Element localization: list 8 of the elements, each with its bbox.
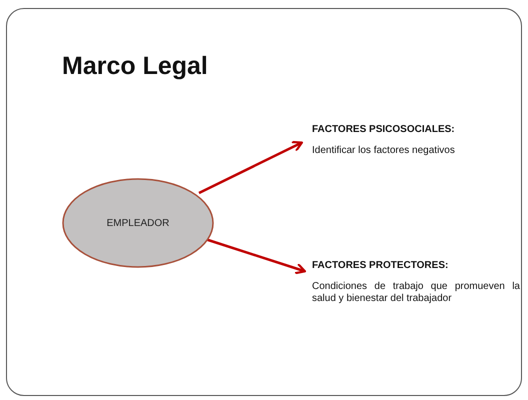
arrow (198, 140, 303, 194)
body-text: Condiciones de trabajo que promueven la salud y bienestar del trabajador (312, 281, 520, 304)
ellipse-node (62, 178, 214, 268)
node-label: EMPLEADOR (106, 218, 170, 228)
heading-text: FACTORES PROTECTORES: (312, 260, 450, 271)
heading-text: FACTORES PSICOSOCIALES: (312, 124, 456, 135)
body-text: Identificar los factores negativos (312, 145, 456, 156)
slide-title: Marco Legal (62, 52, 208, 81)
